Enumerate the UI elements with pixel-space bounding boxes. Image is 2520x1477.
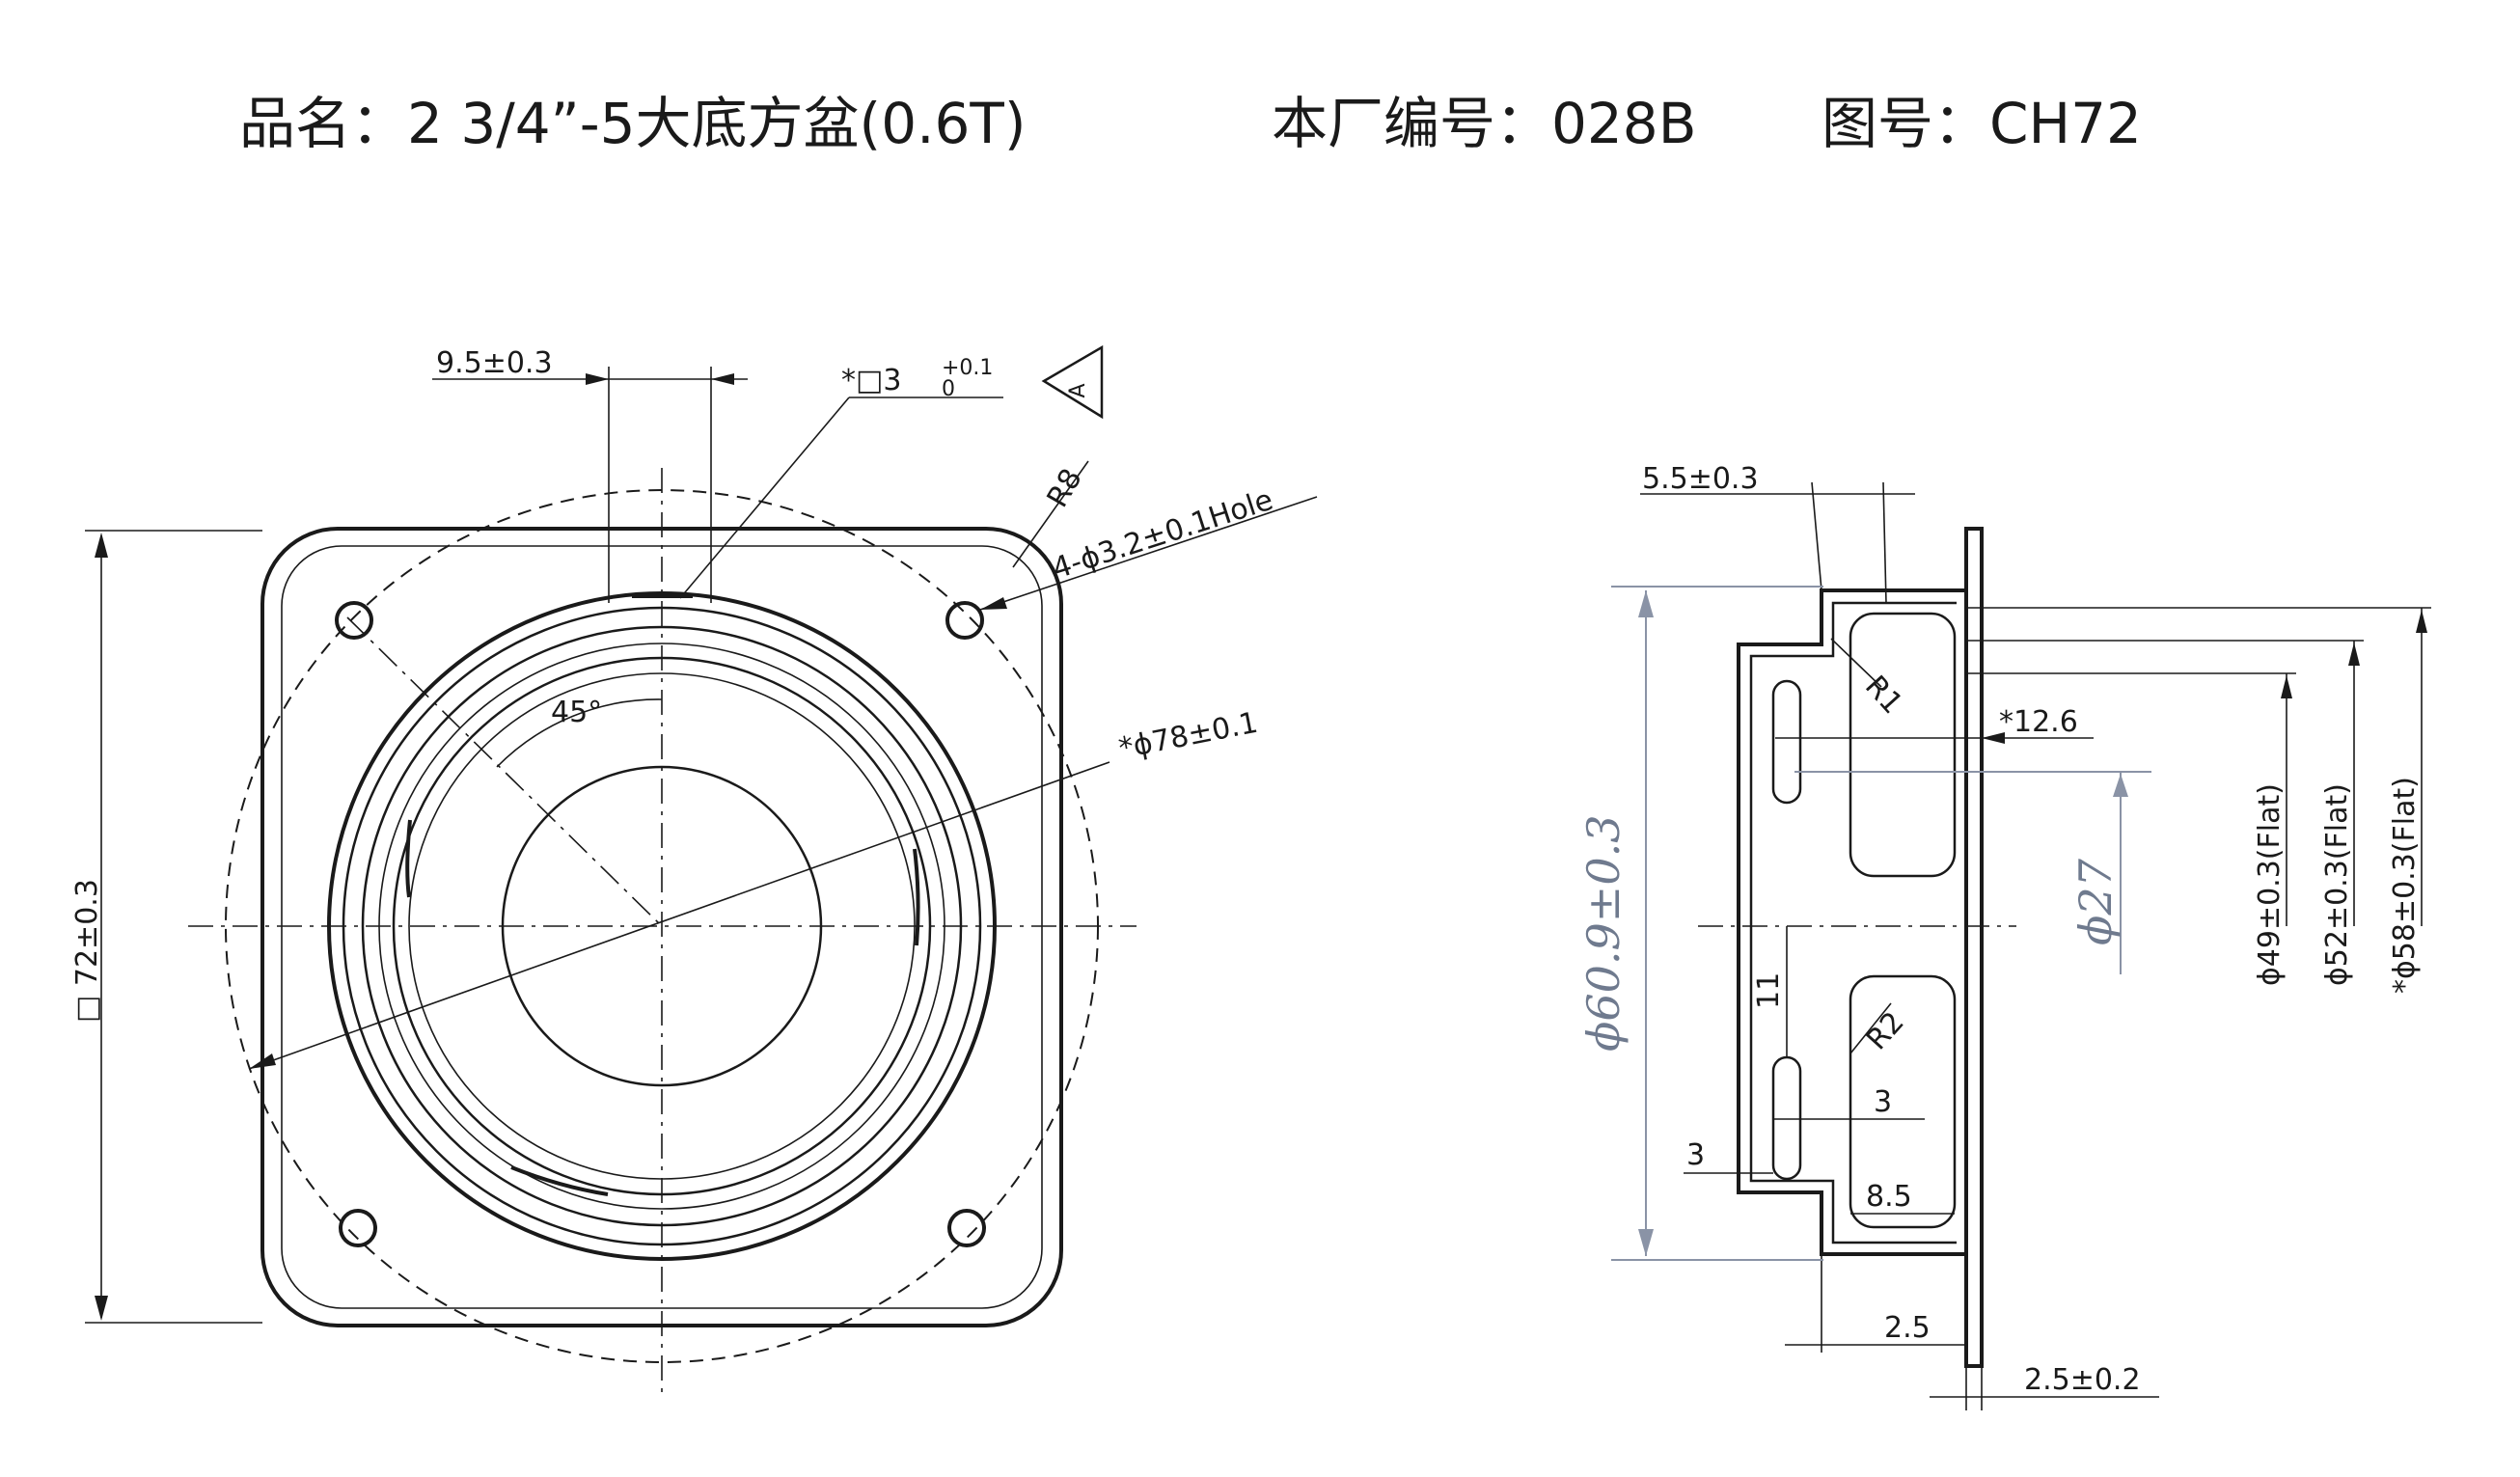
bottom-step-label: 2.5 bbox=[1884, 1311, 1931, 1345]
dia58-arrow bbox=[2416, 610, 2427, 633]
ring-tab-left bbox=[405, 819, 412, 898]
hole-arrow bbox=[980, 597, 1007, 610]
handwritten-dia-arrow-bottom bbox=[1638, 1229, 1654, 1256]
dia49-label: ϕ49±0.3(Flat) bbox=[2253, 783, 2287, 986]
handwritten-hole-label: ϕ27 bbox=[2069, 858, 2122, 945]
lower-slot bbox=[1771, 1055, 1802, 1181]
flange-plate bbox=[1964, 527, 1984, 1368]
mounting-hole-tl bbox=[335, 601, 373, 640]
center-line-diagonal bbox=[346, 616, 663, 927]
hole-leader bbox=[979, 496, 1318, 611]
upper-slot bbox=[1771, 679, 1802, 805]
step-ext-left bbox=[1811, 481, 1822, 591]
basket-inner-line bbox=[1749, 601, 1957, 1245]
datum-label: A bbox=[1066, 383, 1090, 397]
flange-offset-label: 3 bbox=[1686, 1138, 1705, 1172]
side-view: 5.5±0.3 R1 *12.6 R2 11 3 3 8.5 2.5 2.5±0… bbox=[1577, 462, 2431, 1410]
drawing-number: 图号：CH72 bbox=[1822, 91, 2142, 156]
r2-leader bbox=[1849, 1002, 1892, 1054]
r1-leader bbox=[1830, 638, 1882, 688]
notch-arrow-left bbox=[586, 373, 609, 385]
angle-label: 45° bbox=[551, 696, 602, 729]
mounting-holes-label: 4-ϕ3.2±0.1Hole bbox=[1049, 483, 1277, 587]
square-hole-leader bbox=[679, 397, 850, 599]
front-view: 45° □ 72±0.3 9.5±0.3 *□3 +0.1 0 A R8 4-ϕ… bbox=[70, 344, 1318, 1399]
depth-arrow bbox=[1982, 732, 2005, 744]
dia49-arrow bbox=[2281, 675, 2292, 698]
step-width-label: 5.5±0.3 bbox=[1642, 462, 1759, 496]
basket-outline bbox=[1737, 588, 1966, 1256]
datum-triangle bbox=[1041, 344, 1104, 420]
ring-tab-bottom bbox=[510, 1165, 609, 1196]
window-depth-label: 8.5 bbox=[1866, 1180, 1912, 1214]
frame-width-label: □ 72±0.3 bbox=[70, 879, 104, 1023]
square-hole-tol-upper: +0.1 bbox=[942, 356, 993, 380]
square-hole-label: *□3 bbox=[841, 364, 901, 397]
radius-top-label: R1 bbox=[1858, 670, 1909, 721]
flange-thickness-label: 2.5±0.2 bbox=[2024, 1363, 2141, 1397]
mounting-hole-br bbox=[947, 1209, 986, 1247]
radius-leader bbox=[1012, 460, 1089, 568]
notch-width-label: 9.5±0.3 bbox=[436, 346, 553, 380]
ring-tab-right bbox=[913, 848, 920, 946]
lower-window bbox=[1849, 974, 1957, 1229]
dia58-label: *ϕ58±0.3(Flat) bbox=[2388, 777, 2422, 994]
window-width-label: 3 bbox=[1874, 1085, 1892, 1119]
mounting-hole-bl bbox=[339, 1209, 377, 1247]
depth-label: *12.6 bbox=[1999, 705, 2078, 739]
dia52-label: ϕ52±0.3(Flat) bbox=[2320, 783, 2354, 986]
square-hole-tol-lower: 0 bbox=[942, 377, 955, 401]
outer-diameter-label: *ϕ78±0.1 bbox=[1116, 706, 1261, 766]
window-height-label: 11 bbox=[1752, 972, 1786, 1009]
handwritten-hole-arrow bbox=[2113, 774, 2128, 797]
radius-bottom-label: R2 bbox=[1860, 1005, 1911, 1056]
notch-arrow-right bbox=[711, 373, 734, 385]
factory-number: 本厂编号：028B bbox=[1272, 91, 1697, 156]
angle-arc bbox=[496, 698, 663, 768]
step-ext-right bbox=[1882, 481, 1887, 604]
mounting-hole-tr bbox=[945, 601, 984, 640]
handwritten-dia-label: ϕ60.9±0.3 bbox=[1577, 815, 1630, 1052]
frame-arrow-bottom bbox=[95, 1296, 108, 1321]
product-name: 品名：2 3/4”-5大底方盆(0.6T) bbox=[239, 91, 1026, 156]
diameter-leader bbox=[248, 761, 1110, 1070]
handwritten-dia-arrow-top bbox=[1638, 590, 1654, 617]
frame-arrow-top bbox=[95, 533, 108, 558]
dia52-arrow bbox=[2348, 643, 2360, 666]
upper-window bbox=[1849, 612, 1957, 878]
diameter-arrow bbox=[249, 1053, 276, 1069]
